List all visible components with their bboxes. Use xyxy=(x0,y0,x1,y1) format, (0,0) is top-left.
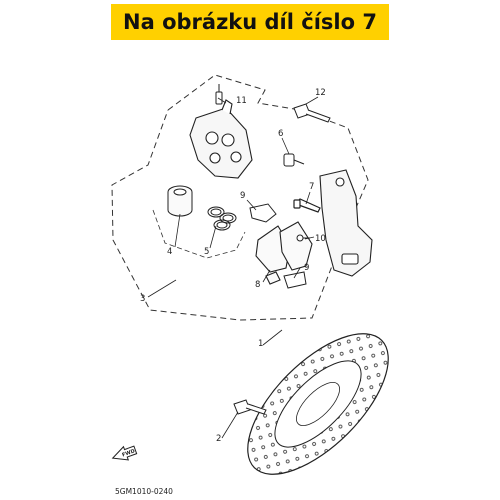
piston xyxy=(167,185,193,217)
bleed-screw xyxy=(215,84,223,105)
callout-12: 12 xyxy=(315,88,326,98)
seals xyxy=(207,206,237,231)
caliper-bracket xyxy=(319,169,373,277)
callout-8: 8 xyxy=(255,280,260,290)
caliper-body xyxy=(189,99,253,179)
callout-4: 4 xyxy=(167,247,172,257)
pad-clip xyxy=(283,271,307,289)
callout-11: 11 xyxy=(236,96,247,106)
callout-9-spring: 9 xyxy=(240,191,245,201)
callout-3: 3 xyxy=(140,294,145,304)
callout-10: 10 xyxy=(315,234,326,244)
disc-bolt xyxy=(233,399,267,415)
callout-5: 5 xyxy=(204,247,209,257)
callout-7: 7 xyxy=(309,182,314,192)
fwd-arrow-icon: FWD xyxy=(111,445,138,461)
mounting-bolt xyxy=(293,103,331,123)
brake-pads xyxy=(255,221,313,285)
guide-pin-part-7 xyxy=(293,198,321,213)
callout-6: 6 xyxy=(278,129,283,139)
seal-group-outline xyxy=(152,209,246,259)
callout-9-clip: 9 xyxy=(304,263,309,273)
brake-disc xyxy=(247,333,389,475)
banner-title: Na obrázku díl číslo 7 xyxy=(123,10,377,34)
title-banner: Na obrázku díl číslo 7 xyxy=(111,4,389,40)
slide-pin xyxy=(283,153,305,167)
callout-2: 2 xyxy=(216,434,221,444)
diagram-code: 5GM1010-0240 xyxy=(115,487,173,496)
fwd-label: FWD xyxy=(121,448,135,458)
callout-1: 1 xyxy=(258,339,263,349)
pad-spring xyxy=(249,203,277,223)
leader-lines xyxy=(147,96,319,439)
